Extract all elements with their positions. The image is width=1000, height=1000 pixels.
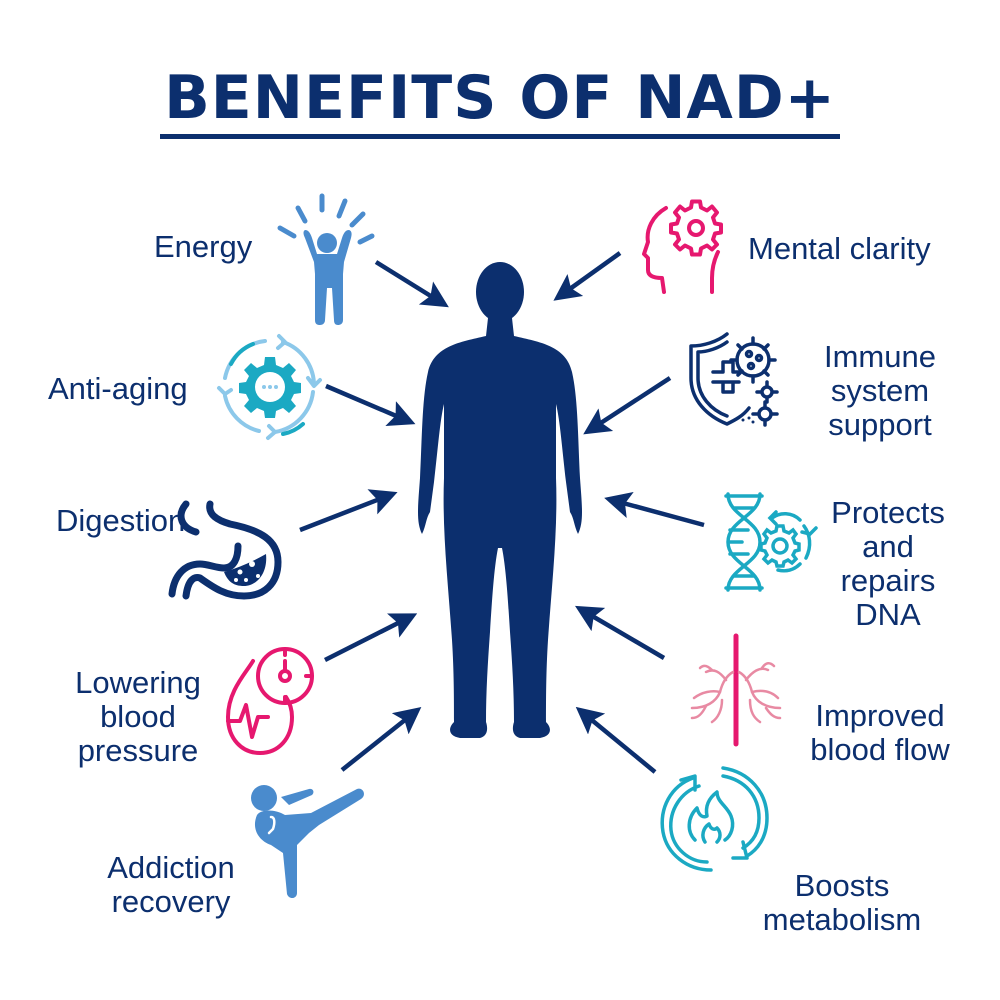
flame-cycle-icon	[660, 766, 769, 872]
arrow-metabolism	[575, 706, 657, 774]
label-boosts-metabolism: Boosts metabolism	[762, 868, 922, 937]
shield-virus-icon	[689, 332, 779, 427]
blood-drop-gauge-icon	[226, 647, 314, 755]
arrow-mental-clarity	[553, 251, 622, 301]
arrow-digestion	[299, 489, 398, 533]
arrow-blood-pressure	[323, 613, 418, 663]
dna-gear-icon	[724, 492, 818, 592]
gear-cycle-icon	[217, 334, 322, 440]
martial-arts-kick-icon	[251, 785, 364, 899]
person-raising-arms-icon	[277, 193, 375, 325]
title-block: BENEFITS OF NAD+	[0, 62, 1000, 139]
arrow-energy	[374, 260, 449, 308]
arrow-dna	[604, 491, 705, 528]
stomach-icon	[168, 500, 282, 600]
label-addiction-recovery: Addiction recovery	[107, 850, 235, 919]
label-energy: Energy	[154, 229, 253, 264]
human-silhouette	[418, 262, 582, 738]
page-title: BENEFITS OF NAD+	[160, 62, 840, 139]
head-gear-icon	[642, 199, 723, 294]
arrow-anti-aging	[325, 383, 416, 426]
label-mental-clarity: Mental clarity	[748, 231, 931, 266]
arrow-blood-flow	[575, 605, 666, 660]
label-anti-aging: Anti-aging	[48, 371, 188, 406]
label-protects-repairs-dna: Protects and repairs DNA	[831, 495, 945, 632]
label-immune-system-support: Immune system support	[824, 339, 936, 442]
label-digestion: Digestion	[56, 503, 186, 538]
blood-vessel-icon	[690, 633, 782, 747]
arrow-immune	[583, 376, 672, 435]
label-improved-blood-flow: Improved blood flow	[810, 698, 950, 767]
label-lowering-blood-pressure: Lowering blood pressure	[75, 665, 201, 768]
arrow-addiction	[340, 706, 422, 772]
